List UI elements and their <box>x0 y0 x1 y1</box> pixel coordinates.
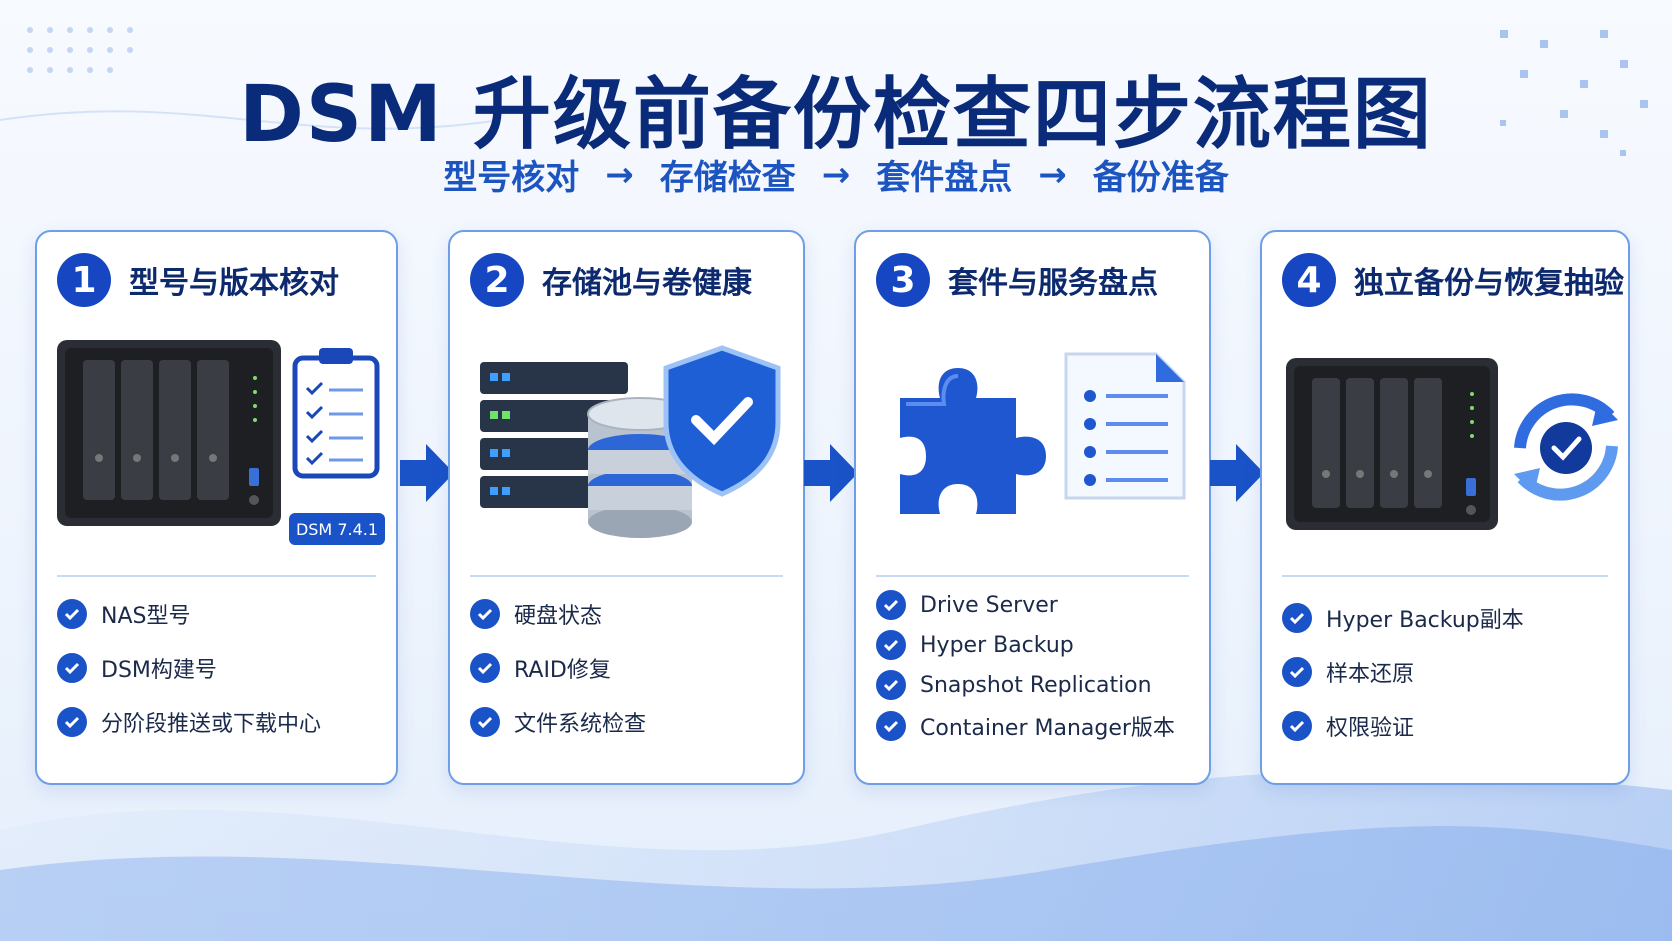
database-icon <box>587 397 693 538</box>
checklist-item-label: Container Manager版本 <box>920 716 1175 741</box>
divider <box>1282 575 1608 577</box>
step-arrow-icon <box>804 444 858 502</box>
nas-device-icon <box>57 340 281 526</box>
step-title: 存储池与卷健康 <box>542 266 752 301</box>
checklist-item-label: NAS型号 <box>101 604 191 629</box>
checklist-item: 分阶段推送或下载中心 <box>57 706 321 738</box>
flow-step-4: 备份准备 <box>1092 158 1229 198</box>
checklist-item: Hyper Backup <box>876 630 1175 660</box>
step-number-badge: 4 <box>1282 253 1336 307</box>
step-card-2: 2 存储池与卷健康 硬盘状态 <box>448 230 805 785</box>
checklist-item: DSM构建号 <box>57 652 321 684</box>
flow-arrow: → <box>821 154 851 195</box>
flow-step-2: 存储检查 <box>659 158 796 198</box>
checklist-item-label: 文件系统检查 <box>514 712 647 737</box>
step-header: 4 独立备份与恢复抽验 <box>1282 250 1624 310</box>
step-number-badge: 2 <box>470 253 524 307</box>
page-title: DSM 升级前备份检查四步流程图 <box>239 70 1433 160</box>
version-badge: DSM 7.4.1 <box>289 513 385 545</box>
flow-step-1: 型号核对 <box>443 158 580 198</box>
check-icon <box>876 590 906 620</box>
checklist-item: 硬盘状态 <box>470 598 646 630</box>
divider <box>876 575 1189 577</box>
step-arrow-icon <box>1210 444 1264 502</box>
step-header: 3 套件与服务盘点 <box>876 250 1158 310</box>
check-icon <box>1282 711 1312 741</box>
checklist-item-label: Hyper Backup副本 <box>1326 608 1524 633</box>
sync-check-icon <box>1514 393 1618 501</box>
checklist: NAS型号 DSM构建号 分阶段推送或下载中心 <box>57 598 321 738</box>
checklist-item: Drive Server <box>876 590 1175 620</box>
checklist-item-label: Snapshot Replication <box>920 672 1152 698</box>
checklist-item-label: 权限验证 <box>1326 716 1415 741</box>
checklist-item: 权限验证 <box>1282 710 1524 742</box>
check-icon <box>470 599 500 629</box>
checklist-item: NAS型号 <box>57 598 321 630</box>
divider <box>470 575 783 577</box>
clipboard-checklist-icon <box>292 348 380 479</box>
checklist-item: Container Manager版本 <box>876 710 1175 742</box>
step-arrow-icon <box>400 444 454 502</box>
step-number-badge: 3 <box>876 253 930 307</box>
checklist-item-label: Hyper Backup <box>920 632 1074 658</box>
checklist-item: Snapshot Replication <box>876 670 1175 700</box>
checklist-item-label: 分阶段推送或下载中心 <box>101 712 322 737</box>
step-illustration <box>1286 358 1618 530</box>
check-icon <box>470 653 500 683</box>
shield-check-icon <box>663 345 781 497</box>
check-icon <box>876 630 906 660</box>
flow-summary: 型号核对 → 存储检查 → 套件盘点 → 备份准备 <box>0 150 1672 199</box>
step-card-3: 3 套件与服务盘点 Drive Server Hyper Backup Snap… <box>854 230 1211 785</box>
checklist-item-label: RAID修复 <box>514 658 611 683</box>
checklist-item-label: DSM构建号 <box>101 658 217 683</box>
check-icon <box>1282 603 1312 633</box>
document-list-icon <box>1064 352 1186 500</box>
checklist-item-label: 硬盘状态 <box>514 604 603 629</box>
checklist-item-label: Drive Server <box>920 592 1058 618</box>
step-title: 套件与服务盘点 <box>948 266 1158 301</box>
dot-grid-left <box>27 27 133 73</box>
flow-arrow: → <box>605 154 634 195</box>
step-illustration <box>900 352 1186 514</box>
check-icon <box>1282 657 1312 687</box>
pixel-grid-right <box>1500 30 1648 156</box>
step-number-badge: 1 <box>57 253 111 307</box>
step-card-4: 4 独立备份与恢复抽验 Hyper <box>1260 230 1630 785</box>
step-header: 2 存储池与卷健康 <box>470 250 752 310</box>
check-icon <box>57 707 87 737</box>
step-illustration <box>57 340 380 526</box>
step-title: 型号与版本核对 <box>129 266 339 301</box>
check-icon <box>876 670 906 700</box>
checklist: Hyper Backup副本 样本还原 权限验证 <box>1282 602 1524 742</box>
divider <box>57 575 376 577</box>
check-icon <box>470 707 500 737</box>
checklist-item: RAID修复 <box>470 652 646 684</box>
checklist-item-label: 样本还原 <box>1326 662 1415 687</box>
check-icon <box>876 711 906 741</box>
step-header: 1 型号与版本核对 <box>57 250 339 310</box>
flow-step-3: 套件盘点 <box>876 158 1013 198</box>
checklist: 硬盘状态 RAID修复 文件系统检查 <box>470 598 646 738</box>
step-illustration <box>480 345 781 538</box>
step-card-1: 1 型号与版本核对 D <box>35 230 398 785</box>
check-icon <box>57 599 87 629</box>
nas-device-icon <box>1286 358 1498 530</box>
checklist-item: 文件系统检查 <box>470 706 646 738</box>
puzzle-piece-icon <box>900 368 1046 514</box>
checklist-item: 样本还原 <box>1282 656 1524 688</box>
flow-arrow: → <box>1038 154 1067 195</box>
checklist-item: Hyper Backup副本 <box>1282 602 1524 634</box>
step-title: 独立备份与恢复抽验 <box>1354 266 1624 301</box>
check-icon <box>57 653 87 683</box>
checklist: Drive Server Hyper Backup Snapshot Repli… <box>876 590 1175 742</box>
